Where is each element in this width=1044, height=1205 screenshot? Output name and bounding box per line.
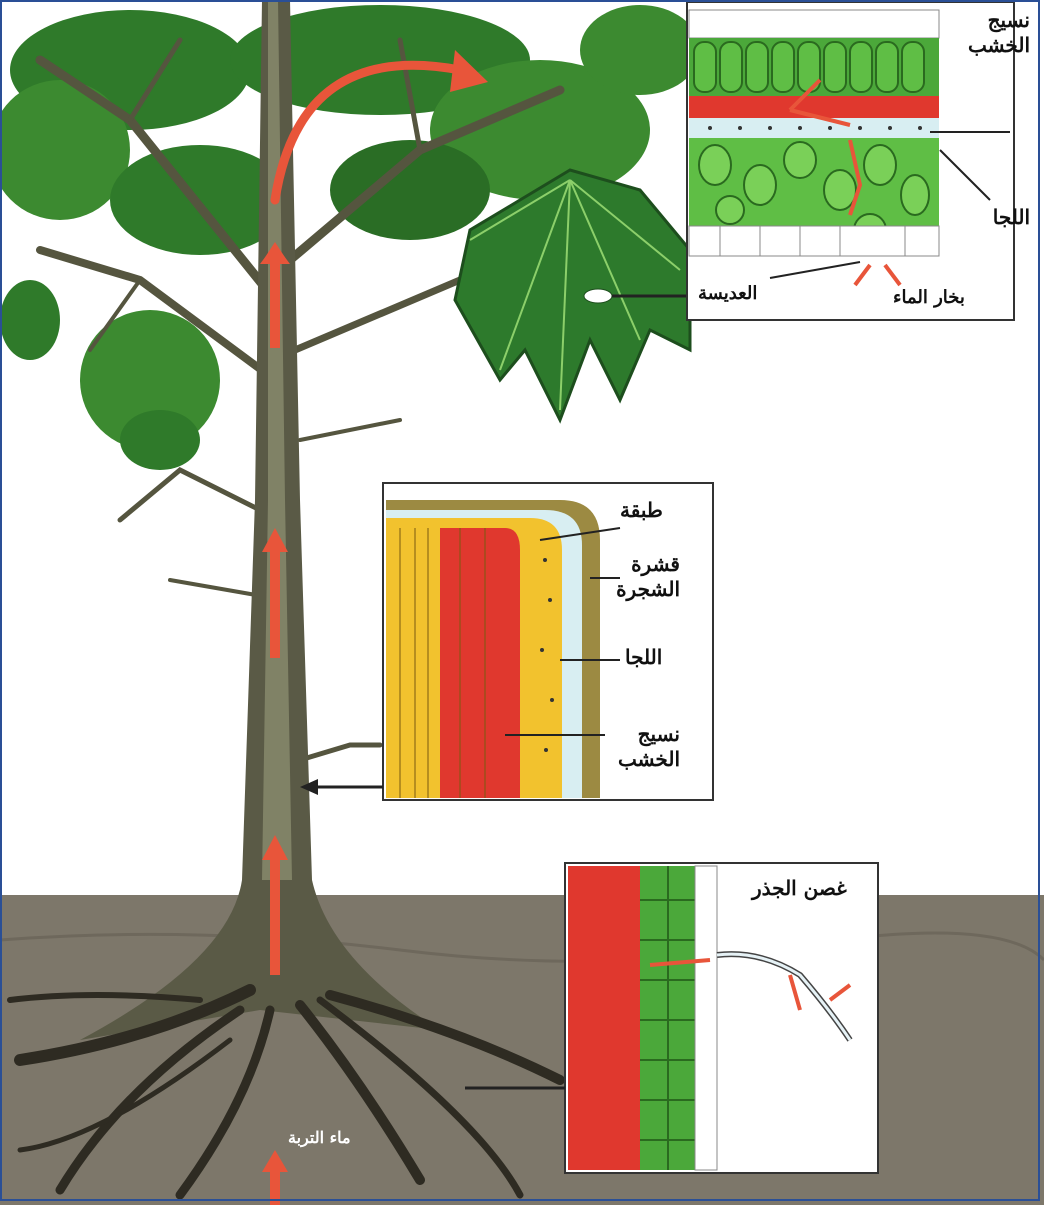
trunk-phloem-label: اللجا xyxy=(625,645,662,670)
lenticel-label: العديسة xyxy=(698,283,757,306)
bark-label: قشرة الشجرة xyxy=(620,552,680,602)
leaf-xylem-label: نسيج الخشب xyxy=(950,8,1030,58)
bark-layer-label: طبقة xyxy=(620,498,663,523)
water-vapor-label: بخار الماء xyxy=(893,287,965,310)
soil xyxy=(0,895,1044,1205)
trunk-xylem-label: نسيج الخشب xyxy=(605,722,680,772)
leaf-phloem-label: اللجا xyxy=(993,205,1030,230)
root-hair-label: غصن الجذر xyxy=(752,876,847,901)
soil-water-label: ماء التربة xyxy=(288,1128,351,1148)
